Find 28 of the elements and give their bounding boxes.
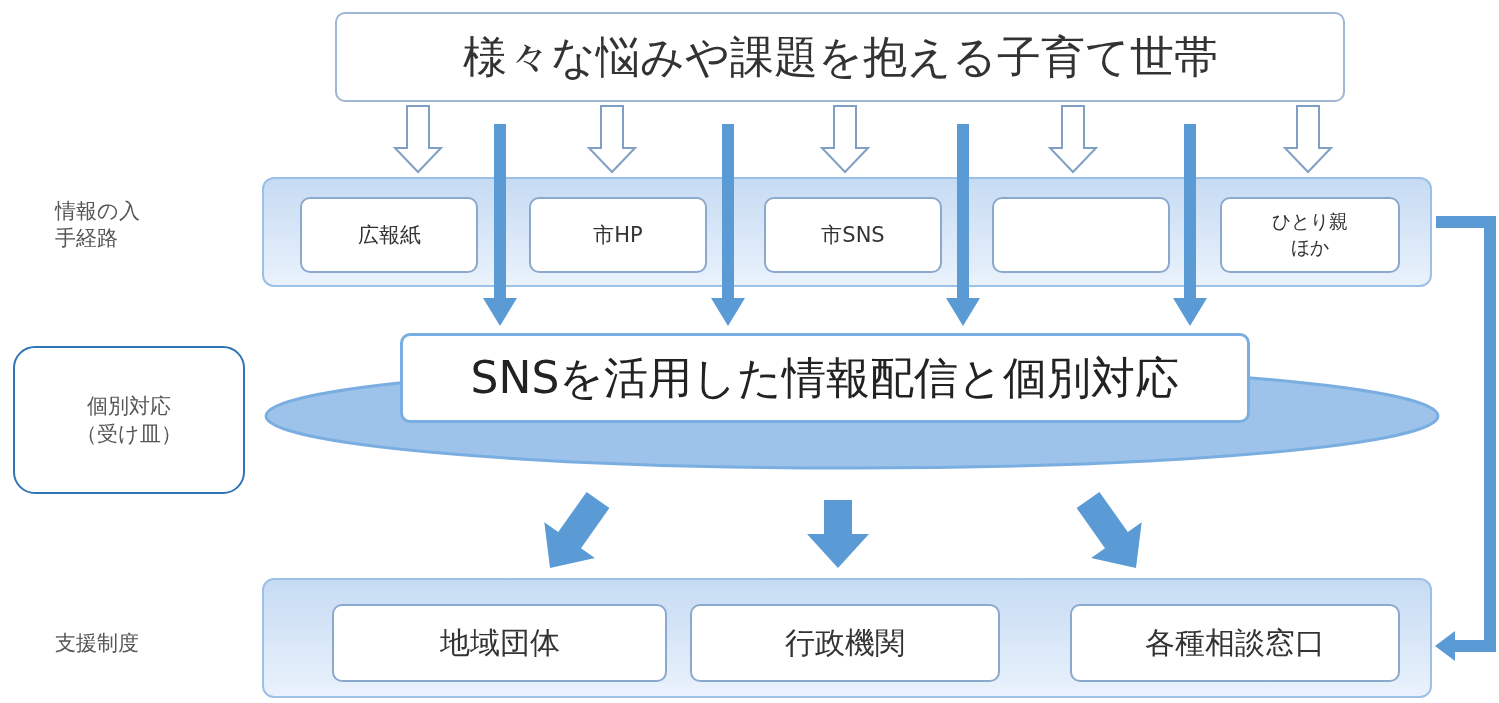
item-box: 市SNS: [764, 197, 942, 273]
arrow: [544, 491, 610, 568]
arrow: [483, 124, 517, 326]
band-panel: [262, 177, 1432, 287]
arrow: [586, 105, 638, 174]
item-box: ひとり親ほか: [1220, 197, 1400, 273]
arrow: [819, 105, 871, 174]
arrow: [1282, 105, 1334, 174]
arrow: [711, 124, 745, 326]
arrow: [1435, 216, 1496, 661]
row-heading: 情報の入手経路: [55, 198, 141, 253]
row-heading: 支援制度: [55, 630, 140, 657]
empty-box: [992, 197, 1170, 273]
arrow: [1173, 124, 1207, 326]
text-box: SNSを活用した情報配信と個別対応: [400, 333, 1250, 423]
item-box: 市HP: [529, 197, 707, 273]
arrow: [1076, 491, 1142, 568]
item-box: 行政機関: [690, 604, 1000, 682]
item-box: 地域団体: [332, 604, 667, 682]
band-panel: [262, 578, 1432, 698]
arrow: [807, 500, 869, 568]
arrow: [946, 124, 980, 326]
item-box: 広報紙: [300, 197, 478, 273]
arrow: [392, 105, 444, 174]
title-box: 様々な悩みや課題を抱える子育て世帯: [335, 12, 1345, 102]
item-box: 各種相談窓口: [1070, 604, 1400, 682]
arrow: [1047, 105, 1099, 174]
label-box: 個別対応（受け皿）: [13, 346, 245, 494]
